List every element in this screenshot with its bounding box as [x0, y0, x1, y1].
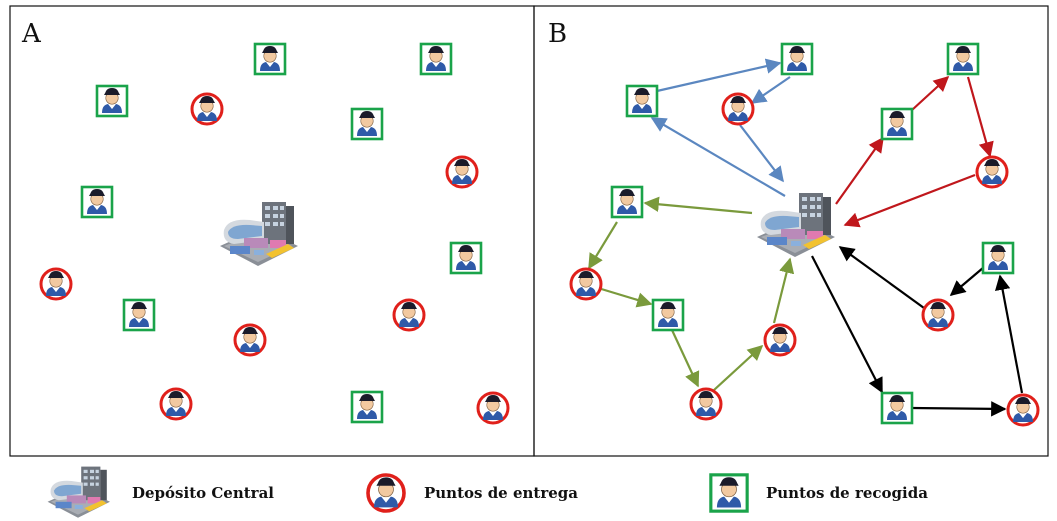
delivery-point-icon [41, 269, 71, 299]
delivery-point-icon [691, 389, 721, 419]
legend-label-delivery: Puntos de entrega [424, 484, 578, 502]
pickup-point-icon [983, 243, 1013, 273]
delivery-point-icon [161, 389, 191, 419]
pickup-point-icon [948, 44, 978, 74]
legend-item-depot: Depósito Central [38, 466, 274, 518]
depot-building-icon [757, 193, 835, 257]
depot-building-icon [47, 466, 110, 518]
panel-b-frame [533, 5, 1049, 457]
panel-b-nodes [571, 44, 1038, 425]
pickup-point-icon [421, 44, 451, 74]
legend: Depósito Central Puntos de entrega Punto… [0, 462, 1057, 521]
legend-item-delivery: Puntos de entrega [362, 468, 578, 518]
delivery-point-icon [478, 393, 508, 423]
delivery-point-icon [235, 325, 265, 355]
route-red [835, 75, 994, 228]
pickup-point-icon [352, 109, 382, 139]
pickup-point-icon [653, 300, 683, 330]
legend-label-depot: Depósito Central [132, 484, 274, 502]
pickup-point-icon [627, 86, 657, 116]
pickup-point-icon [124, 300, 154, 330]
pickup-point-icon [782, 44, 812, 74]
panel-a-label: A [21, 19, 42, 49]
route-blue [650, 58, 791, 197]
delivery-point-icon [394, 300, 424, 330]
panel-a-nodes [41, 44, 508, 423]
route-black [811, 246, 1024, 417]
pickup-point-icon [82, 187, 112, 217]
pickup-point-icon [612, 187, 642, 217]
delivery-point-icon [977, 157, 1007, 187]
pickup-point-icon [882, 109, 912, 139]
pickup-point-icon [882, 393, 912, 423]
pickup-point-icon [352, 392, 382, 422]
delivery-point-icon [447, 157, 477, 187]
delivery-point-icon [1008, 395, 1038, 425]
route-green [588, 196, 795, 391]
panel-b-label: B [548, 19, 567, 49]
pickup-point-icon [97, 86, 127, 116]
delivery-point-icon [362, 469, 410, 517]
delivery-point-icon [923, 300, 953, 330]
delivery-point-icon [571, 269, 601, 299]
delivery-point-icon [765, 325, 795, 355]
legend-item-pickup: Puntos de recogida [706, 468, 928, 518]
delivery-point-icon [192, 94, 222, 124]
delivery-point-icon [723, 94, 753, 124]
pickup-point-icon [706, 470, 752, 516]
legend-label-pickup: Puntos de recogida [766, 484, 928, 502]
depot-building-icon [220, 202, 298, 266]
pickup-point-icon [451, 243, 481, 273]
pickup-point-icon [255, 44, 285, 74]
